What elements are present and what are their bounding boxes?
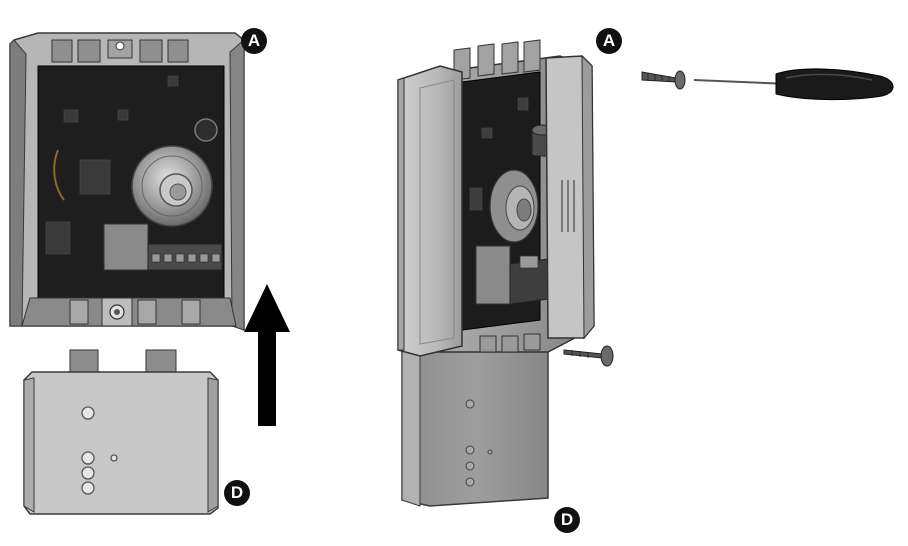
speaker-right [489, 169, 539, 243]
screw-icon-lower [563, 345, 614, 367]
mounting-screw-left [101, 297, 133, 327]
label-a-right: A [596, 28, 622, 54]
insert-direction-arrow [244, 284, 290, 426]
terminal-block [147, 243, 223, 271]
label-d-right: D [554, 507, 580, 533]
screw-icon [641, 70, 686, 90]
left-bottom-cover [23, 349, 219, 515]
label-a-left: A [241, 28, 267, 54]
label-d-left: D [224, 480, 250, 506]
right-assembly [397, 39, 595, 507]
left-open-housing [9, 32, 245, 332]
screwdriver-icon [693, 68, 894, 101]
top-clips [51, 39, 189, 63]
relay-right [475, 245, 511, 305]
led-component [194, 118, 218, 142]
relay [103, 223, 149, 271]
speaker [131, 145, 213, 227]
